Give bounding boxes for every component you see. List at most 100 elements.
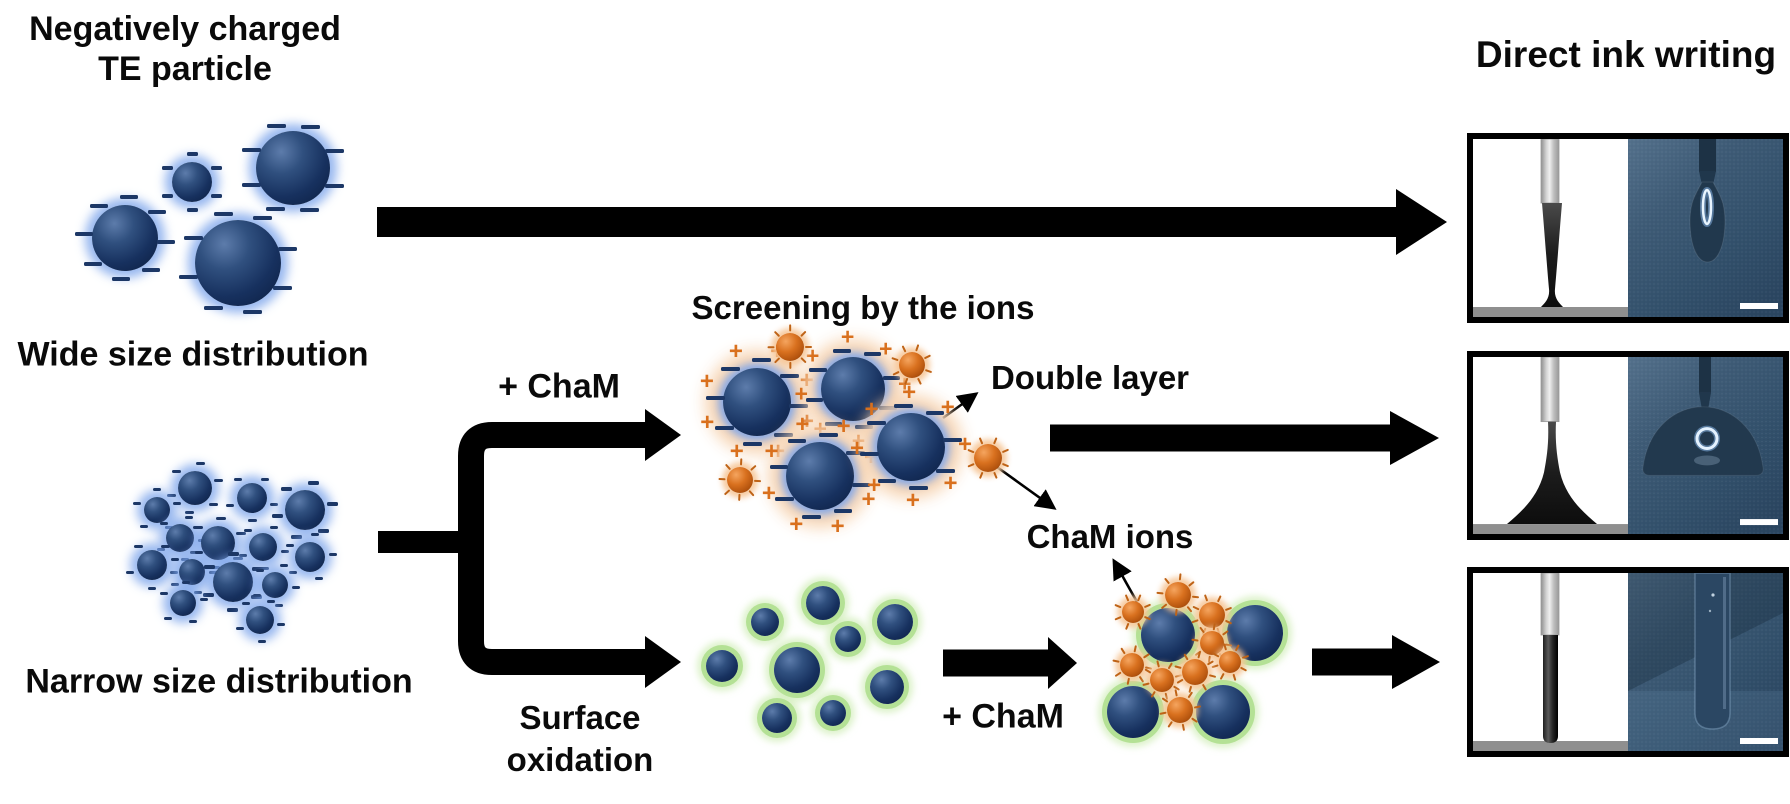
minus-charge-mark [226,503,235,507]
ion-halo-tick [1120,647,1126,655]
cham-ion [727,467,753,493]
minus-charge-mark [253,216,273,221]
direct-ink-writing-label: Direct ink writing [1475,34,1777,75]
minus-charge-mark [248,519,257,523]
plus-charge-mark: + [799,366,814,394]
minus-charge-mark [180,558,189,562]
oxidized-te-particle [1196,685,1250,739]
minus-charge-mark [111,276,130,281]
minus-charge-mark [238,554,247,558]
minus-charge-mark [255,569,264,573]
ion-halo-tick [1114,671,1122,677]
diw-panel-1 [1467,133,1789,323]
te-particle [246,606,274,634]
surface-oxidation-label: Surface oxidation [506,699,654,778]
ion-halo-tick [1178,574,1182,581]
ion-halo-tick [1115,615,1123,621]
te-particle [172,162,212,202]
minus-charge-mark [311,533,320,537]
minus-charge-mark [199,597,208,601]
plus-charge-mark: + [943,469,958,497]
minus-charge-mark [845,451,865,456]
minus-charge-mark [210,566,220,570]
ion-halo-tick [1143,603,1151,609]
ion-halo-tick [1217,595,1222,603]
te-particle [178,471,212,505]
scale-bar [1740,738,1778,744]
minus-charge-mark [120,195,139,200]
ion-halo-tick [1136,594,1142,602]
minus-charge-mark [314,576,324,580]
minus-charge-mark [169,570,178,574]
minus-charge-mark [140,525,149,529]
oxidized-te-particle [706,650,738,682]
minus-charge-mark [277,246,297,251]
minus-charge-mark [210,194,222,198]
minus-charge-mark [161,544,170,548]
ion-halo-tick [1001,462,1009,468]
minus-charge-mark [90,204,109,209]
ion-halo-tick [1142,653,1150,659]
ion-halo-tick [1192,595,1199,599]
minus-charge-mark [265,207,285,212]
ink-filament [1507,421,1597,525]
ion-halo-tick [1142,682,1150,686]
ion-halo-tick [1156,660,1160,668]
plus-charge-mark: + [794,380,809,407]
minus-charge-mark [833,348,851,353]
te-particle [170,590,196,616]
oxidized-te-particle [820,700,846,726]
ion-halo-tick [1188,581,1195,587]
plus-charge-mark: + [902,379,917,407]
minus-charge-mark [233,556,243,560]
minus-charge-mark [208,570,217,574]
minus-charge-mark [134,544,143,548]
double-layer-label: Double layer [990,359,1190,396]
ion-halo-tick [1124,594,1130,602]
te-particle [166,524,194,552]
minus-charge-mark [185,510,195,514]
minus-charge-mark [179,275,199,280]
ion-halo-tick [1167,721,1173,728]
ion-halo-tick [978,471,984,479]
diw-panel-3 [1467,567,1789,757]
plus-charge-mark: + [840,323,855,350]
minus-charge-mark [774,432,793,437]
plus-charge-mark: + [761,479,776,507]
oxidized-te-particle [774,647,820,693]
ion-halo-tick [1133,645,1138,653]
minus-charge-mark [147,210,166,215]
minus-charge-mark [261,567,270,571]
minus-charge-mark [208,503,219,507]
minus-charge-mark [279,564,288,568]
minus-charge-mark [291,586,300,590]
minus-charge-mark [308,481,320,486]
ion-halo-tick [1138,675,1144,683]
minus-charge-mark [851,482,871,487]
minus-charge-mark [318,528,330,533]
minus-charge-mark [173,502,182,506]
te-particle [237,483,267,513]
minus-charge-mark [257,640,266,644]
minus-charge-mark [943,437,962,442]
ion-halo-tick [917,377,923,385]
minus-charge-mark [203,565,215,570]
minus-charge-mark [171,469,182,473]
minus-charge-mark [833,509,853,514]
negatively-charged-te-particle-label: Negatively charged TE particle [29,10,341,88]
minus-charge-mark [266,124,286,129]
minus-charge-mark [801,515,821,520]
minus-charge-mark [269,503,279,507]
minus-charge-mark [188,620,197,624]
minus-charge-mark [252,566,264,571]
ion-halo-tick [1164,578,1170,585]
ion-halo-tick [924,354,932,360]
minus-charge-mark [153,487,162,491]
minus-charge-mark [261,477,270,481]
minus-charge-mark [809,367,827,372]
minus-charge-mark [863,352,882,356]
plus-charge-mark: + [851,427,866,454]
ink-filament [1541,203,1563,307]
ion-halo-tick [967,462,975,468]
